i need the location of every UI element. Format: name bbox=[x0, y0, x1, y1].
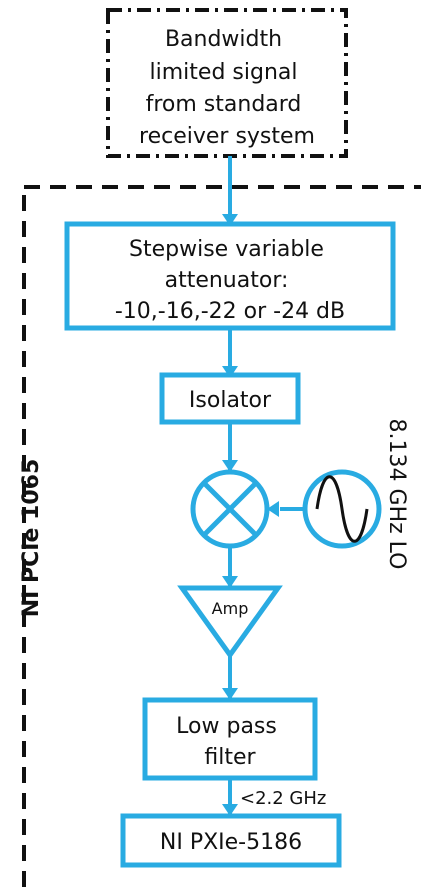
arrowhead-attenuator bbox=[222, 214, 238, 226]
attenuator-line-3: -10,-16,-22 or -24 dB bbox=[115, 299, 345, 324]
attenuator-line-1: Stepwise variable bbox=[129, 237, 324, 262]
low-pass-filter-box bbox=[142, 697, 318, 781]
amplifier-triangle bbox=[177, 585, 283, 660]
source-signal-line-4: receiver system bbox=[139, 124, 315, 149]
arrowhead-lo bbox=[267, 501, 279, 517]
enclosure-label: NI PCIe 1065 bbox=[19, 459, 44, 618]
attenuator-line-2: attenuator: bbox=[165, 268, 289, 293]
arrowhead-amp bbox=[222, 576, 238, 588]
digitizer-label: NI PXIe-5186 bbox=[160, 830, 302, 855]
arrowhead-isolator bbox=[222, 366, 238, 378]
source-signal-box bbox=[106, 8, 348, 158]
attenuator-box bbox=[64, 221, 396, 331]
source-signal-line-2: limited signal bbox=[150, 60, 298, 85]
low-pass-filter-line-1: Low pass bbox=[176, 714, 277, 739]
arrowhead-digitizer bbox=[222, 804, 238, 816]
attenuator-text: Stepwise variable attenuator: -10,-16,-2… bbox=[115, 237, 345, 324]
arrowhead-filter bbox=[222, 688, 238, 700]
isolator-box bbox=[159, 372, 301, 425]
enclosure-frame bbox=[22, 185, 421, 893]
local-oscillator-label: 8.134 GHz LO bbox=[384, 419, 409, 570]
source-signal-line-3: from standard bbox=[146, 92, 302, 117]
amplifier-label: Amp bbox=[212, 599, 249, 618]
source-signal-line-1: Bandwidth bbox=[165, 27, 282, 52]
mixer-icon bbox=[190, 469, 270, 549]
sine-wave-icon bbox=[302, 469, 382, 549]
arrowhead-mixer bbox=[222, 460, 238, 472]
source-signal-text: Bandwidth limited signal from standard r… bbox=[139, 27, 315, 149]
isolator-label: Isolator bbox=[189, 388, 272, 413]
low-pass-filter-text: Low pass filter bbox=[176, 714, 284, 770]
filter-output-frequency-label: <2.2 GHz bbox=[240, 788, 326, 809]
digitizer-box bbox=[120, 813, 342, 868]
arrowheads bbox=[222, 214, 279, 816]
low-pass-filter-line-2: filter bbox=[204, 745, 256, 770]
